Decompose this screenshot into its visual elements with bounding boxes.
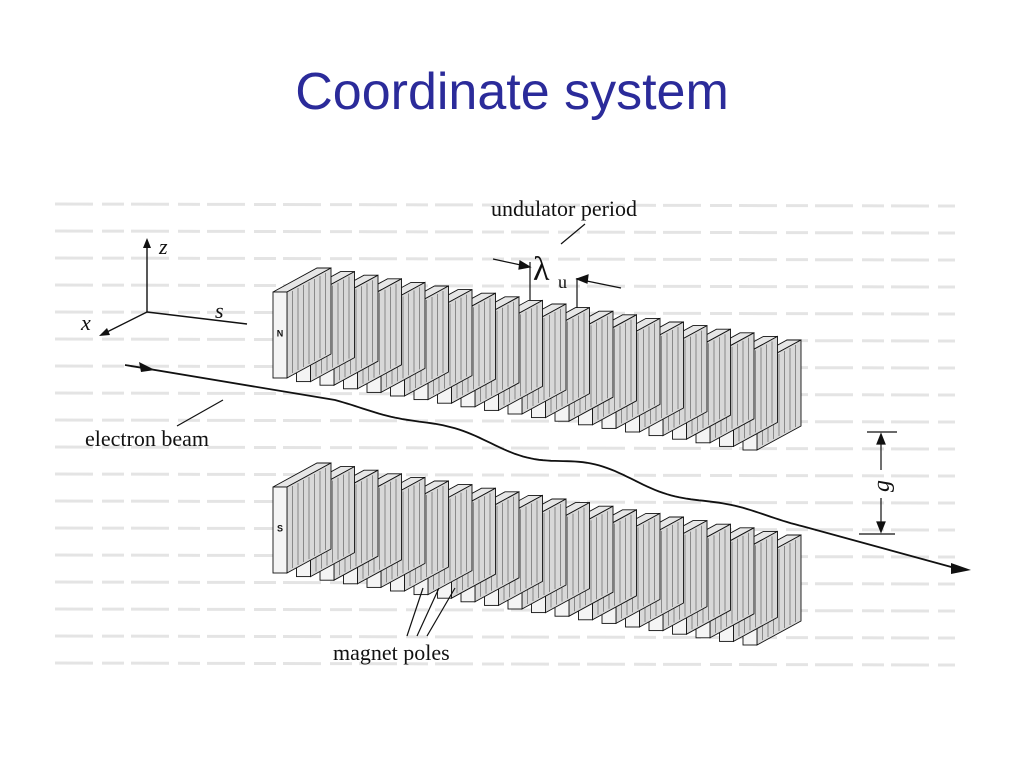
axis-z-label: z bbox=[158, 234, 168, 259]
x-axis-arrowhead bbox=[99, 328, 110, 336]
lambda-symbol: λ bbox=[533, 251, 550, 288]
beam-arrow-left bbox=[139, 362, 155, 372]
x-axis bbox=[102, 311, 148, 335]
beam-layer bbox=[124, 362, 971, 574]
undulator-figure: z x s undulator period λ u SNSNSNSNSNSNS… bbox=[55, 182, 975, 682]
electron-beam-leader bbox=[176, 399, 224, 427]
upper-magnet-pole: N bbox=[272, 267, 332, 379]
coordinate-axes bbox=[99, 238, 248, 336]
lower-magnet-pole-letter: S bbox=[277, 524, 283, 534]
magnet-poles-label: magnet poles bbox=[333, 640, 450, 665]
beam-arrow-right bbox=[951, 563, 971, 574]
s-axis bbox=[146, 311, 248, 325]
gap-label: g bbox=[869, 480, 895, 492]
electron-beam-path bbox=[124, 364, 956, 569]
undulator-diagram: z x s undulator period λ u SNSNSNSNSNSNS… bbox=[55, 196, 971, 667]
slide-title: Coordinate system bbox=[295, 63, 729, 121]
lambda-subscript: u bbox=[558, 272, 567, 292]
lower-magnet-pole: S bbox=[272, 462, 332, 574]
gap-indicator bbox=[859, 431, 897, 535]
undulator-period-leader bbox=[560, 223, 586, 245]
electron-beam-label: electron beam bbox=[85, 426, 209, 451]
lower-magnet-row: SNSNSNSNSNSNSNSNSNSNS bbox=[272, 462, 802, 646]
axis-s-label: s bbox=[215, 298, 224, 323]
magnet-poles-leaders bbox=[406, 587, 456, 637]
undulator-period-label: undulator period bbox=[491, 196, 637, 221]
scan-background-text bbox=[55, 202, 956, 667]
upper-magnet-pole-letter: N bbox=[277, 329, 284, 339]
upper-magnet-row: NSNSNSNSNSNSNSNSNSNSN bbox=[272, 267, 802, 451]
z-axis-arrowhead bbox=[143, 238, 151, 248]
axis-x-label: x bbox=[80, 310, 91, 335]
